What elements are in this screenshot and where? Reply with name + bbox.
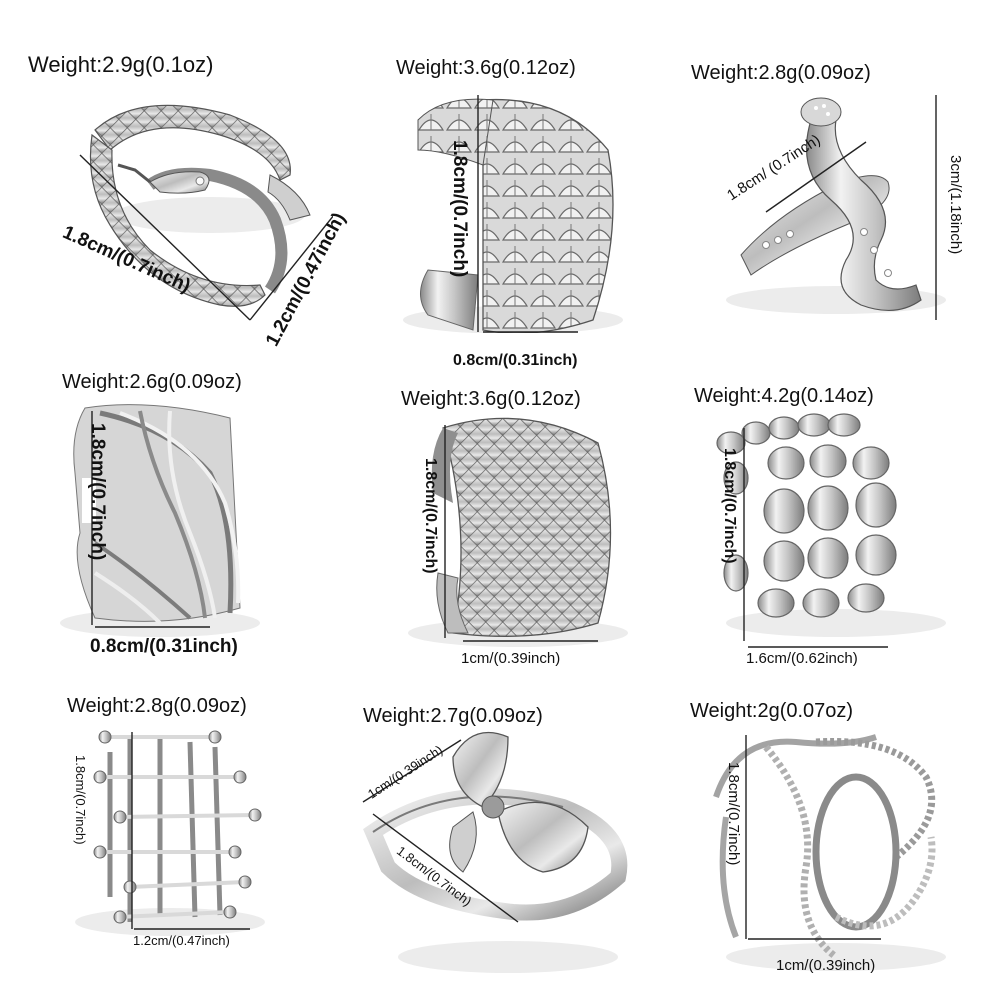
product-cell-quilted-dome-ring: Weight:3.6g(0.12oz) 1.8cm/(0.7inch) 1cm/… — [333, 333, 666, 667]
dimension-label-vertical: 1.8cm/(0.7inch) — [422, 458, 439, 574]
rope-loop-ring-image — [713, 734, 946, 971]
barbell-lattice-ring-image — [75, 730, 265, 936]
weight-label: Weight:2.8g(0.09oz) — [691, 62, 871, 84]
dimension-label-horizontal: 1.2cm/(0.47inch) — [133, 933, 230, 948]
weight-label: Weight:2.8g(0.09oz) — [67, 695, 247, 717]
weight-label: Weight:3.6g(0.12oz) — [401, 388, 581, 410]
weight-label: Weight:2.7g(0.09oz) — [363, 705, 543, 727]
dimension-label-horizontal: 0.8cm/(0.31inch) — [90, 636, 238, 657]
weight-label: Weight:3.6g(0.12oz) — [396, 57, 576, 79]
dimension-label-horizontal: 1.6cm/(0.62inch) — [746, 650, 858, 667]
leaf-ring-image — [403, 95, 623, 333]
product-cell-leaf-ring: Weight:3.6g(0.12oz) 1.8cm/(0.7inch) 0.8c… — [333, 0, 666, 369]
dimension-label-horizontal: 0.8cm/(0.31inch) — [453, 352, 578, 369]
product-cell-rope-loop-ring: Weight:2g(0.07oz) 1.8cm/(0.7inch) 1cm/(0… — [666, 667, 1000, 1000]
weight-label: Weight:2.9g(0.1oz) — [28, 52, 214, 77]
snake-wrap-ring-image — [79, 104, 333, 321]
dimension-label-vertical: 1.8cm/(0.7inch) — [449, 140, 470, 278]
product-cell-bow-ring: Weight:2.7g(0.09oz) 1cm/(0.39inch) 1.8cm… — [333, 667, 666, 1000]
product-cell-coin-disc-ring: Weight:4.2g(0.14oz) 1.8cm/(0.7inch) 1.6c… — [666, 333, 1000, 667]
rhinestone-snake-ring-image — [726, 95, 946, 320]
product-cell-rhinestone-snake-ring: Weight:2.8g(0.09oz) 1.8cm/ (0.7inch) 3cm… — [666, 0, 1000, 333]
product-cell-crossover-band-ring: Weight:2.6g(0.09oz) 1.8cm/(0.7inch) 0.8c… — [0, 333, 333, 667]
dimension-label-vertical: 1.8cm/(0.7inch) — [73, 755, 88, 845]
coin-disc-ring-image — [716, 413, 946, 648]
dimension-label-vertical: 1.8cm/(0.7inch) — [725, 762, 742, 866]
crossover-band-ring-image — [60, 404, 260, 637]
product-cell-barbell-lattice-ring: Weight:2.8g(0.09oz) 1.8cm/(0.7inch) 1.2c… — [0, 667, 333, 1000]
weight-label: Weight:2g(0.07oz) — [690, 700, 854, 722]
weight-label: Weight:2.6g(0.09oz) — [62, 371, 242, 393]
dimension-label-horizontal: 1cm/(0.39inch) — [776, 957, 876, 974]
dimension-label-vertical: 1.8cm/(0.7inch) — [721, 448, 738, 564]
weight-label: Weight:4.2g(0.14oz) — [694, 385, 874, 407]
dimension-label-vertical: 3cm/(1.18inch) — [947, 155, 964, 255]
quilted-dome-ring-image — [408, 417, 628, 647]
bow-ring-image — [362, 731, 628, 973]
dimension-label-horizontal: 1cm/(0.39inch) — [461, 650, 561, 667]
dimension-label-vertical: 1.8cm/(0.7inch) — [87, 423, 108, 561]
product-cell-snake-wrap-ring: Weight:2.9g(0.1oz) 1.8cm/(0.7inch) 1.2cm… — [0, 0, 350, 350]
